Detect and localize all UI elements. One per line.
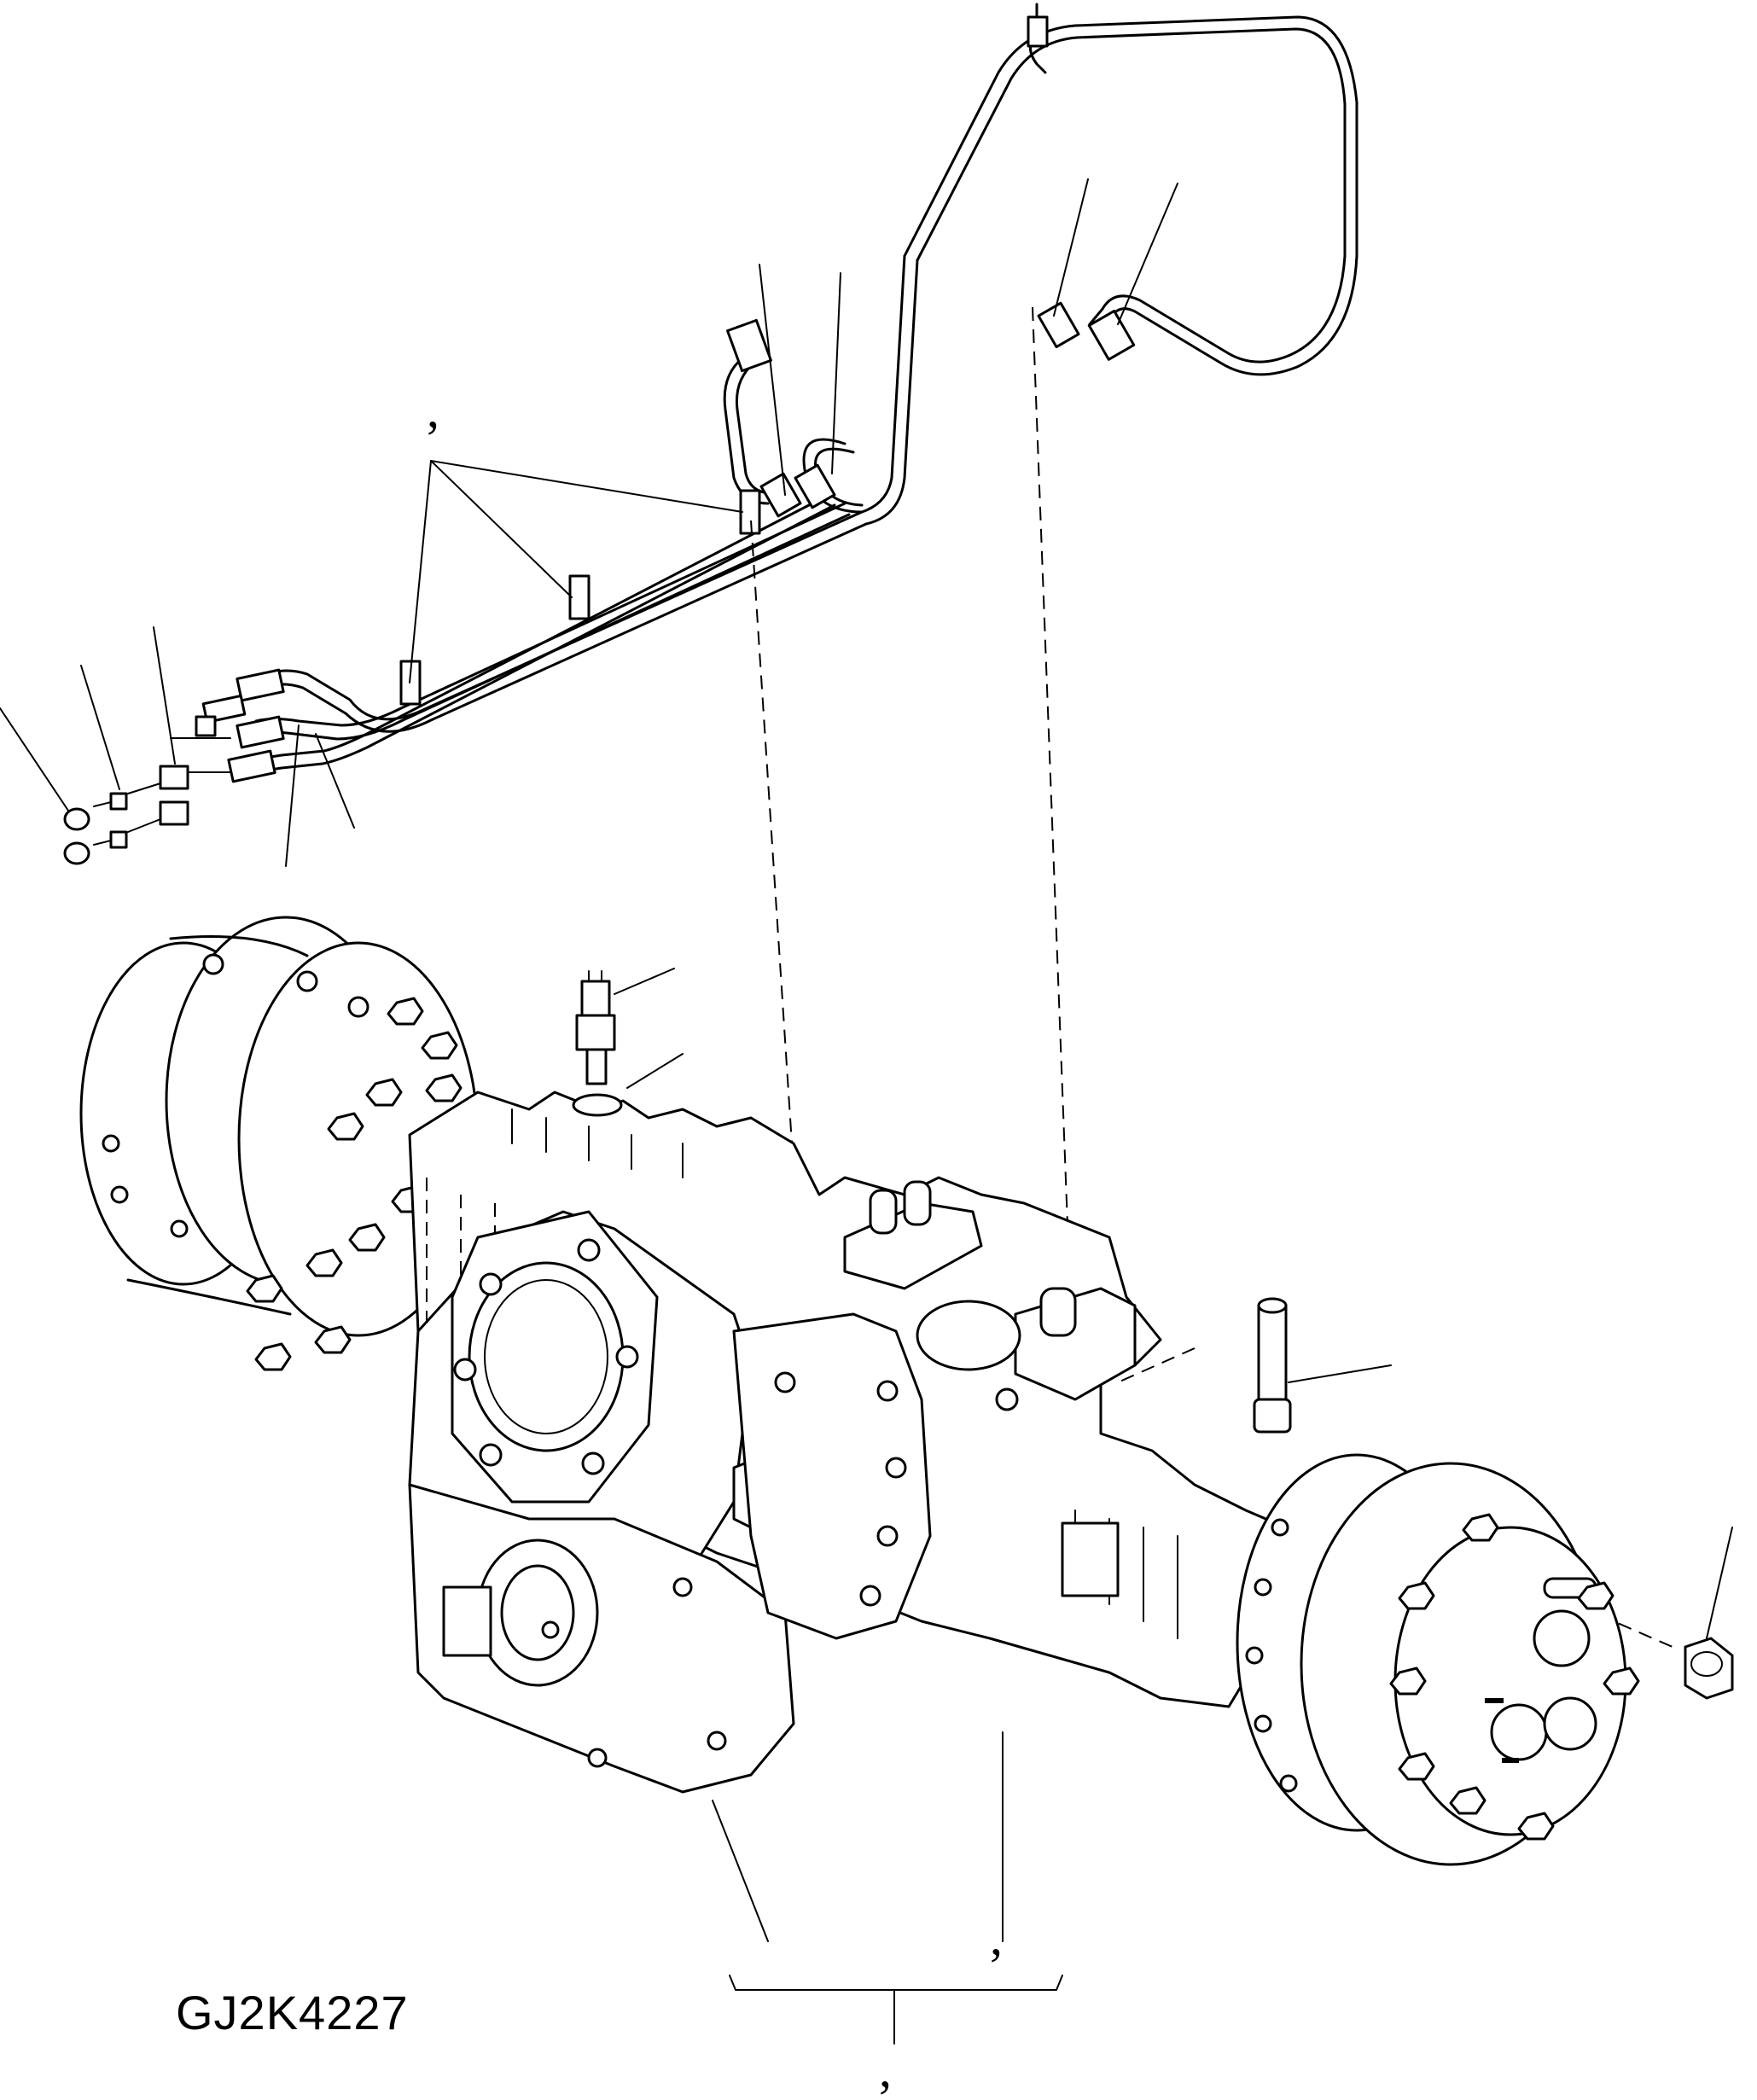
callout-mark-2: ,	[990, 1909, 1003, 1965]
nameplate-right	[1061, 1521, 1120, 1597]
sensor-switch	[580, 980, 611, 1017]
o-ring	[572, 1093, 623, 1117]
plug-and-union-fittings	[63, 765, 189, 865]
nameplate-left	[442, 1585, 492, 1657]
axle-housing	[79, 916, 1640, 1866]
wheel-nut	[1684, 1637, 1734, 1700]
callout-mark-3: ,	[879, 2041, 892, 2097]
callout-leader-lines	[0, 178, 1733, 2045]
loose-parts	[572, 970, 1734, 1700]
callout-mark-1: ,	[427, 381, 439, 438]
drawing-code-label: GJ2K4227	[176, 1986, 409, 2039]
right-hub-bolts	[1245, 1513, 1640, 1841]
brake-tube-assembly	[170, 3, 1358, 783]
mounting-bolt	[1257, 1304, 1288, 1410]
